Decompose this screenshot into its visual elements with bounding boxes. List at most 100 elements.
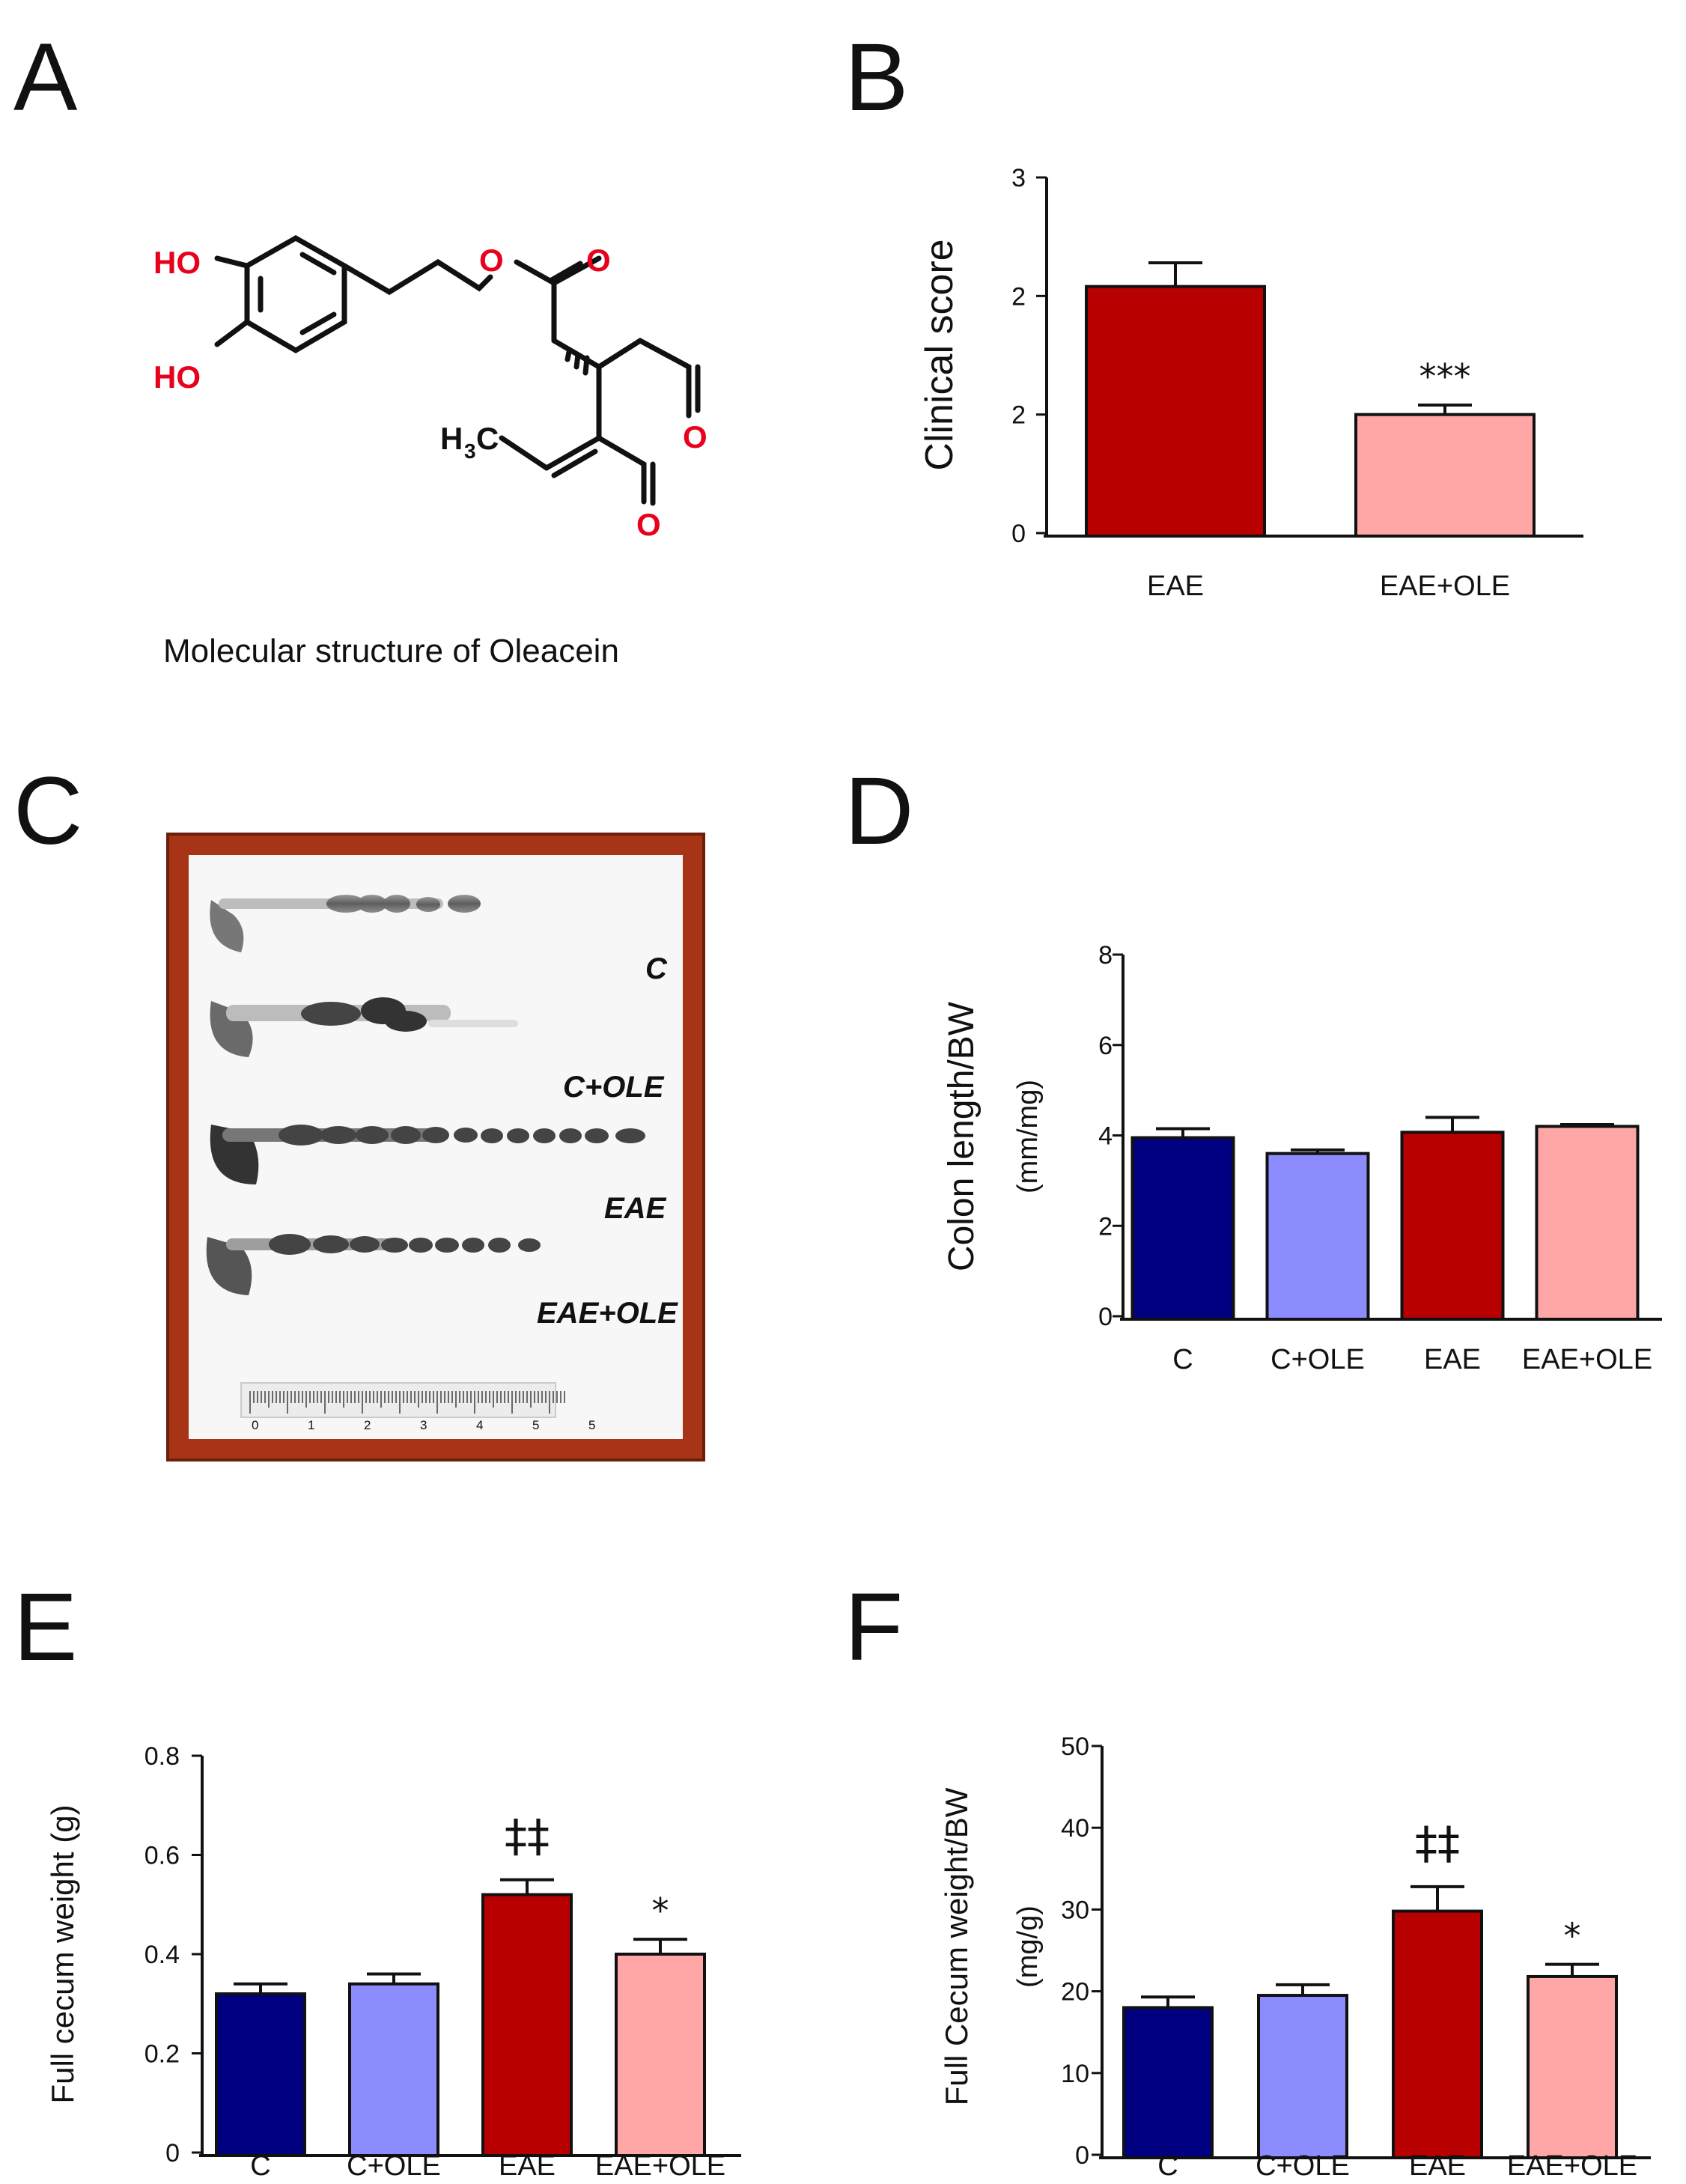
panel-letter-c: C xyxy=(13,758,83,865)
photo-label-eae-ole: EAE+OLE xyxy=(537,1297,678,1330)
x-tick-label: EAE xyxy=(1147,571,1204,602)
significance-marker: * xyxy=(652,1891,669,1931)
alkene-bond xyxy=(551,448,598,478)
x-tick-label: C xyxy=(250,2150,270,2182)
bond-chain xyxy=(596,435,647,505)
colon-specimen-c xyxy=(210,895,481,952)
atom-h: H xyxy=(440,421,463,456)
y-tick-label: 50 xyxy=(1061,1733,1089,1761)
bar xyxy=(1354,413,1536,538)
bar xyxy=(1527,1974,1618,2160)
y-axis-label: Clinical score xyxy=(918,239,961,470)
colon-specimen-eae xyxy=(210,1125,645,1184)
bar xyxy=(1122,2006,1214,2159)
ruler xyxy=(240,1382,556,1418)
y-tick-label: 0.2 xyxy=(144,2040,180,2069)
atom-c: C xyxy=(476,421,499,456)
panel-letter-d: D xyxy=(844,758,914,865)
y-tick-label: 2 xyxy=(1098,1212,1113,1241)
ruler-labels: 0 1 2 3 4 5 5 xyxy=(189,1418,683,1436)
ruler-label: 5 xyxy=(532,1418,540,1432)
y-tick-label: 0 xyxy=(1098,1303,1113,1331)
ring-double-bond xyxy=(299,311,337,335)
y-axis-unit-label: (mm/mg) xyxy=(1012,1080,1044,1193)
bar xyxy=(348,1982,439,2157)
bar xyxy=(481,1893,573,2157)
y-tick-label: 10 xyxy=(1061,2060,1089,2088)
photo-label-c: C xyxy=(645,952,667,985)
y-tick-label: 3 xyxy=(1011,164,1026,192)
bar xyxy=(1085,285,1266,538)
molecule-caption: Molecular structure of Oleacein xyxy=(163,633,619,669)
atom-ch3-sub: 3 xyxy=(464,439,476,463)
y-tick-label: 40 xyxy=(1061,1814,1089,1843)
panel-letter-e: E xyxy=(13,1574,78,1681)
atom-o-carbonyl: O xyxy=(586,243,611,278)
bar xyxy=(1535,1125,1640,1321)
bond-chain xyxy=(596,337,692,419)
x-tick-label: C+OLE xyxy=(1256,2150,1350,2182)
alkene-bond xyxy=(544,435,602,471)
carbonyl-bond xyxy=(547,261,583,284)
colon-specimen-eae-ole xyxy=(206,1234,541,1295)
ruler-label: 0 xyxy=(252,1418,259,1432)
y-tick-label: 8 xyxy=(1098,941,1113,970)
bond xyxy=(214,255,250,269)
x-tick-label: EAE xyxy=(1409,2150,1466,2182)
x-tick-label: EAE+OLE xyxy=(1522,1344,1652,1375)
x-tick-label: EAE+OLE xyxy=(1380,571,1510,602)
stereo-hash xyxy=(564,349,590,376)
bond xyxy=(214,319,250,347)
y-tick-label: 0.4 xyxy=(144,1941,180,1969)
y-tick-label: 30 xyxy=(1061,1896,1089,1924)
bar xyxy=(1400,1131,1505,1321)
ruler-label: 3 xyxy=(420,1418,427,1432)
bar xyxy=(1392,1909,1483,2159)
significance-marker: ‡‡ xyxy=(1415,1817,1460,1870)
y-axis-label: Full cecum weight (g) xyxy=(45,1804,80,2103)
y-tick-label: 0 xyxy=(1075,2141,1089,2170)
bond xyxy=(499,435,550,471)
y-axis-unit-label: (mg/g) xyxy=(1012,1905,1044,1988)
ring-double-bond xyxy=(299,252,337,276)
ruler-label: 4 xyxy=(476,1418,484,1432)
panel-letter-f: F xyxy=(844,1574,904,1681)
atom-o-aldehyde-1: O xyxy=(683,419,707,454)
photo-label-eae: EAE xyxy=(604,1192,666,1225)
colon-specimen-c-ole xyxy=(210,997,518,1057)
atom-o-aldehyde-2: O xyxy=(636,507,661,542)
x-tick-label: EAE+OLE xyxy=(595,2150,725,2182)
significance-marker: *** xyxy=(1419,356,1471,397)
y-tick-label: 2 xyxy=(1011,282,1026,311)
y-tick-label: 0 xyxy=(1011,520,1026,548)
y-tick-label: 0.8 xyxy=(144,1742,180,1771)
significance-marker: * xyxy=(1564,1916,1581,1956)
bar xyxy=(1265,1152,1370,1321)
y-tick-label: 20 xyxy=(1061,1978,1089,2007)
atom-ho-bottom: HO xyxy=(153,359,201,395)
panel-letter-a: A xyxy=(13,24,78,131)
y-tick-label: 0.6 xyxy=(144,1842,180,1870)
x-tick-label: EAE xyxy=(1424,1344,1481,1375)
atom-o-ester: O xyxy=(479,243,504,278)
bar xyxy=(615,1953,706,2157)
x-tick-label: C+OLE xyxy=(1270,1344,1365,1375)
colon-specimens xyxy=(206,895,645,1418)
atom-ho-top: HO xyxy=(153,245,201,280)
photo-label-c-ole: C+OLE xyxy=(563,1071,664,1104)
panel-letter-b: B xyxy=(844,24,909,131)
x-tick-label: C xyxy=(1157,2150,1178,2182)
colon-photo: C C+OLE EAE EAE+OLE 0 1 2 3 4 5 5 xyxy=(189,855,683,1439)
bar xyxy=(1257,1994,1348,2160)
x-tick-label: EAE xyxy=(499,2150,556,2182)
y-tick-label: 2 xyxy=(1011,401,1026,430)
colon-photo-frame: C C+OLE EAE EAE+OLE 0 1 2 3 4 5 5 xyxy=(166,833,705,1461)
bar xyxy=(1130,1136,1235,1321)
bond-chain xyxy=(341,258,493,296)
y-axis-label: Colon length/BW xyxy=(942,1001,982,1271)
y-tick-label: 0 xyxy=(165,2139,180,2168)
x-tick-label: EAE+OLE xyxy=(1507,2150,1637,2182)
significance-marker: ‡‡ xyxy=(505,1810,550,1863)
y-tick-label: 4 xyxy=(1098,1122,1113,1151)
bar xyxy=(215,1992,306,2157)
